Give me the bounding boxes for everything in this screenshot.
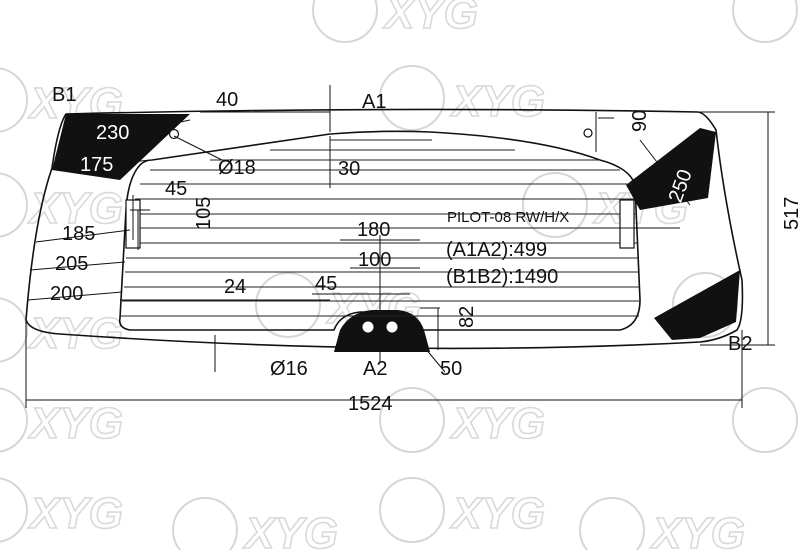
dimension-lines [25, 85, 775, 408]
hole-top-right [583, 128, 593, 138]
wiper-hole-right [386, 321, 398, 333]
dim-45-mid: 45 [315, 273, 337, 295]
svg-text:XYG: XYG [27, 309, 123, 358]
dim-50: 50 [440, 358, 462, 380]
dim-45-left: 45 [165, 178, 187, 200]
dim-40: 40 [216, 89, 238, 111]
dim-1524: 1524 [348, 393, 393, 415]
connector-right [619, 199, 635, 249]
point-label-b1: B1 [52, 84, 76, 106]
watermark-logo: XYG [312, 0, 479, 43]
distance-a1a2: (A1A2):499 [446, 239, 547, 261]
dim-82: 82 [456, 306, 478, 328]
point-label-b2: B2 [728, 333, 752, 355]
point-label-a2: A2 [363, 358, 387, 380]
watermark-logo: XYG [579, 497, 746, 550]
frit-top-left [52, 114, 190, 180]
wiper-hole-left [362, 321, 374, 333]
svg-text:XYG: XYG [242, 509, 338, 550]
dim-105: 105 [193, 197, 215, 230]
watermark-logo [732, 387, 798, 453]
svg-text:XYG: XYG [649, 509, 745, 550]
dim-230: 230 [96, 122, 129, 144]
distance-b1b2: (B1B2):1490 [446, 266, 558, 288]
watermark-logo: XYG [379, 387, 546, 453]
frit-top-right [626, 128, 716, 210]
frit-bottom-right [654, 270, 740, 340]
watermark-logo: XYG [379, 65, 546, 131]
svg-text:XYG: XYG [449, 489, 545, 538]
dim-205: 205 [55, 253, 88, 275]
watermark-logo: XYG [0, 477, 124, 543]
glass-outer-edge [25, 108, 744, 350]
hole-top-left [168, 128, 180, 140]
labels: B1 A1 B2 A2 40 230 175 Ø18 30 45 105 185… [50, 84, 800, 415]
watermark-logo [732, 0, 798, 43]
svg-text:XYG: XYG [27, 399, 123, 448]
dim-100: 100 [358, 249, 391, 271]
watermark-logo: XYG [379, 477, 546, 543]
watermark-logo: XYG [172, 497, 339, 550]
svg-text:XYG: XYG [382, 0, 478, 38]
svg-text:XYG: XYG [449, 77, 545, 126]
dim-185: 185 [62, 223, 95, 245]
svg-text:XYG: XYG [27, 489, 123, 538]
dim-diameter-16: Ø16 [270, 358, 308, 380]
dim-200: 200 [50, 283, 83, 305]
watermark-logo: XYG [0, 387, 124, 453]
dim-517: 517 [781, 197, 800, 230]
watermark-logo: XYG [0, 297, 124, 363]
frit-band [52, 114, 740, 352]
watermark-logo: XYG [0, 172, 124, 238]
dim-24: 24 [224, 276, 246, 298]
dim-175: 175 [80, 154, 113, 176]
model-name: PILOT-08 RW/H/X [447, 209, 569, 226]
dim-diameter-18: Ø18 [218, 157, 256, 179]
svg-text:XYG: XYG [449, 399, 545, 448]
dim-180: 180 [357, 219, 390, 241]
point-label-a1: A1 [362, 91, 386, 113]
dim-30: 30 [338, 158, 360, 180]
frit-bottom-notch [334, 310, 430, 352]
svg-text:XYG: XYG [27, 184, 123, 233]
dim-90: 90 [629, 110, 651, 132]
heating-area-outline [118, 130, 641, 331]
